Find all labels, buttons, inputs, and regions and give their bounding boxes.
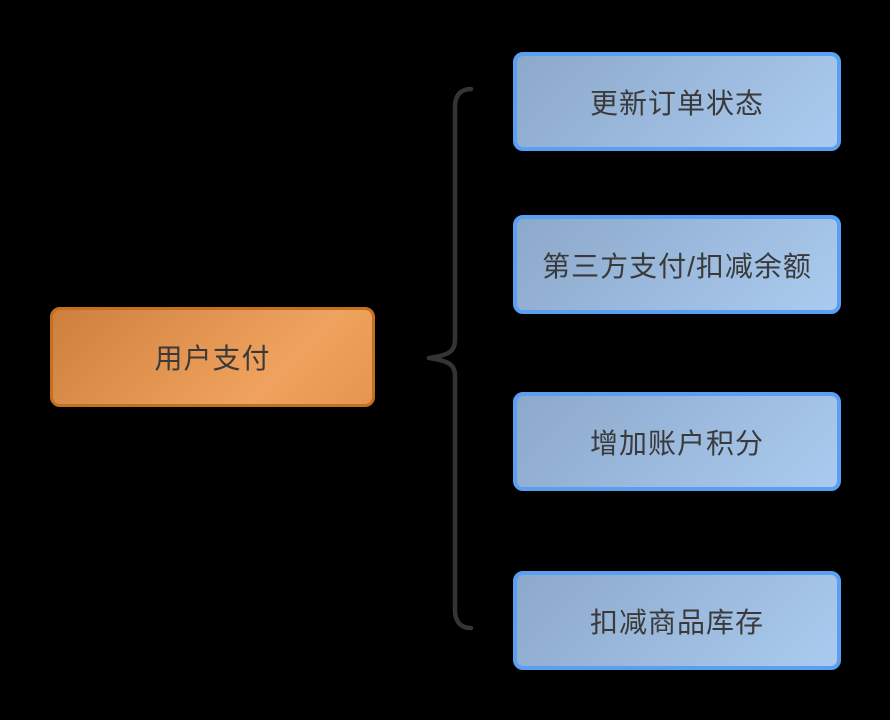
node-update-order-status-label: 更新订单状态 <box>589 87 764 119</box>
node-deduct-product-inventory-label: 扣减商品库存 <box>589 606 764 638</box>
node-thirdparty-payment-deduct-balance[interactable]: 第三方支付/扣减余额 <box>513 215 841 314</box>
node-add-account-points[interactable]: 增加账户积分 <box>513 392 841 491</box>
node-thirdparty-payment-deduct-balance-label: 第三方支付/扣减余额 <box>542 250 812 282</box>
node-deduct-product-inventory[interactable]: 扣减商品库存 <box>513 571 841 670</box>
node-update-order-status[interactable]: 更新订单状态 <box>513 52 841 151</box>
curly-brace-path <box>426 86 474 631</box>
node-add-account-points-label: 增加账户积分 <box>589 427 764 459</box>
node-user-payment[interactable]: 用户支付 <box>50 307 375 407</box>
node-user-payment-label: 用户支付 <box>154 343 271 374</box>
